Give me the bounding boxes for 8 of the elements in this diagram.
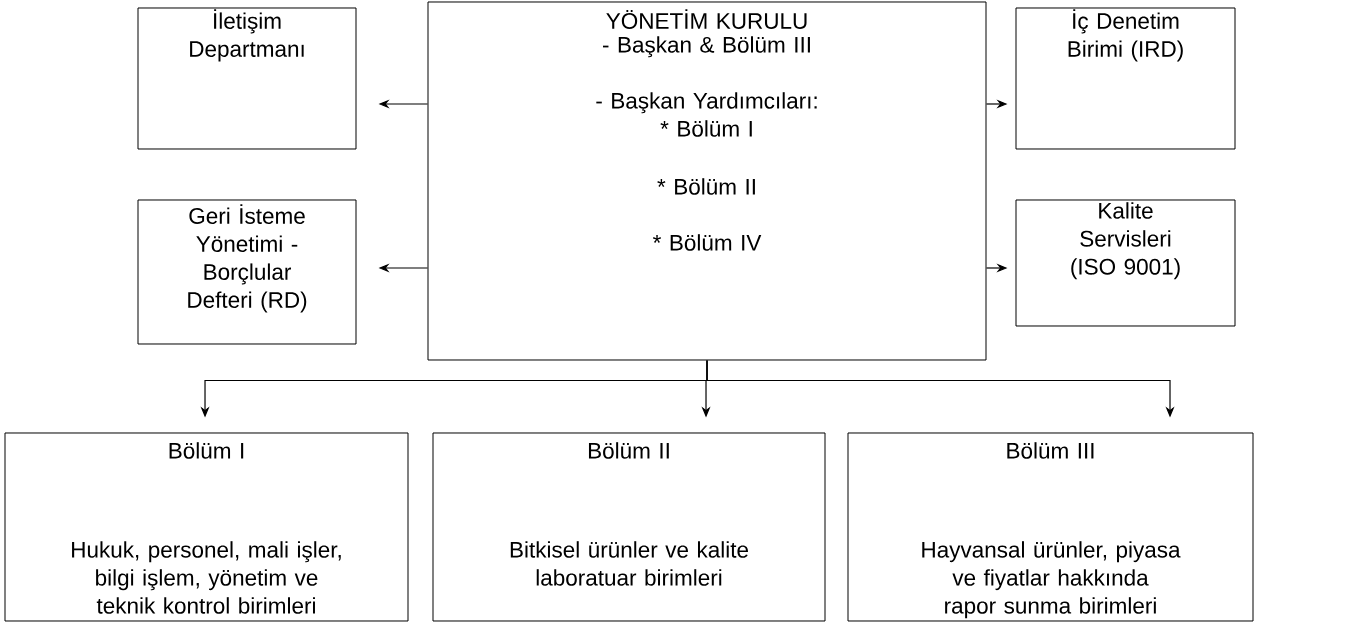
department-box: Bölüm II Bitkisel ürünler ve kalite laboratuar birimleri bbox=[432, 432, 826, 622]
department-box: Kalite Servisleri (ISO 9001) bbox=[1015, 199, 1236, 327]
board-box: YÖNETİM KURULU - Başkan & Bölüm III - Başkan Yardımcıları: * Bölüm I * Bölüm II * Bölüm IV bbox=[427, 1, 987, 361]
department-box: İç Denetim Birimi (IRD) bbox=[1015, 7, 1236, 150]
department-box: İletişim Departmanı bbox=[137, 7, 357, 150]
department-box: Bölüm III Hayvansal ürünler, piyasa ve fiyatlar hakkında rapor sunma birimleri bbox=[847, 432, 1254, 622]
department-box: Bölüm I Hukuk, personel, mali işler, bilgi işlem, yönetim ve teknik kontrol birimleri bbox=[4, 432, 409, 622]
department-box: Geri İsteme Yönetimi - Borçlular Defteri (RD) bbox=[137, 199, 357, 345]
